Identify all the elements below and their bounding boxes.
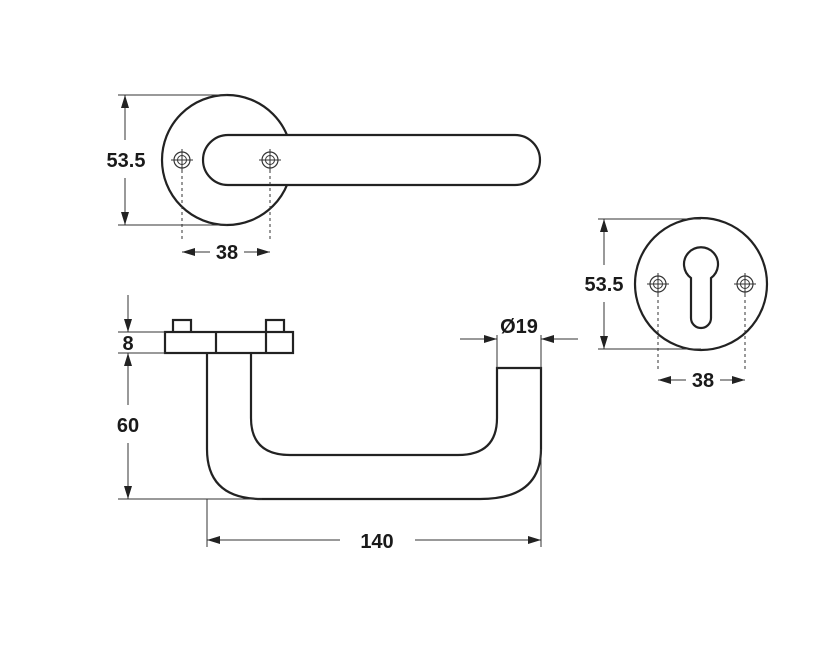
arrow-head <box>600 336 608 349</box>
dim-handle-length: 140 <box>360 531 393 553</box>
arrow-head <box>600 219 608 232</box>
arrow-head <box>121 212 129 225</box>
lever-top <box>201 133 542 187</box>
arrow-head <box>207 536 220 544</box>
dim-rose-height-top: 53.5 <box>107 150 146 172</box>
dim-screw-spacing-right: 38 <box>692 370 714 392</box>
arrow-head <box>182 248 195 256</box>
arrow-head <box>528 536 541 544</box>
arrow-head <box>257 248 270 256</box>
arrow-head <box>121 95 129 108</box>
arrow-head <box>658 376 671 384</box>
dim-screw-spacing-top: 38 <box>216 242 238 264</box>
escutcheon-view: 53.5 38 <box>585 216 769 392</box>
dim-rose-height-right: 53.5 <box>585 274 624 296</box>
arrow-head <box>124 319 132 332</box>
arrow-head <box>124 353 132 366</box>
lever-handle-profile <box>205 353 543 501</box>
arrow-head <box>732 376 745 384</box>
rose-plate <box>163 330 295 355</box>
dim-handle-height: 60 <box>117 415 139 437</box>
escutcheon-rose <box>633 216 769 352</box>
keyhole-profile <box>682 246 720 330</box>
arrow-head <box>484 335 497 343</box>
arrow-head <box>124 486 132 499</box>
dim-rose-thickness: 8 <box>122 333 133 355</box>
arrow-head <box>541 335 554 343</box>
top-view: 53.5 38 <box>107 93 542 264</box>
side-view: 8 60 140 Ø19 <box>117 295 578 553</box>
dim-handle-diameter: Ø19 <box>500 316 538 338</box>
